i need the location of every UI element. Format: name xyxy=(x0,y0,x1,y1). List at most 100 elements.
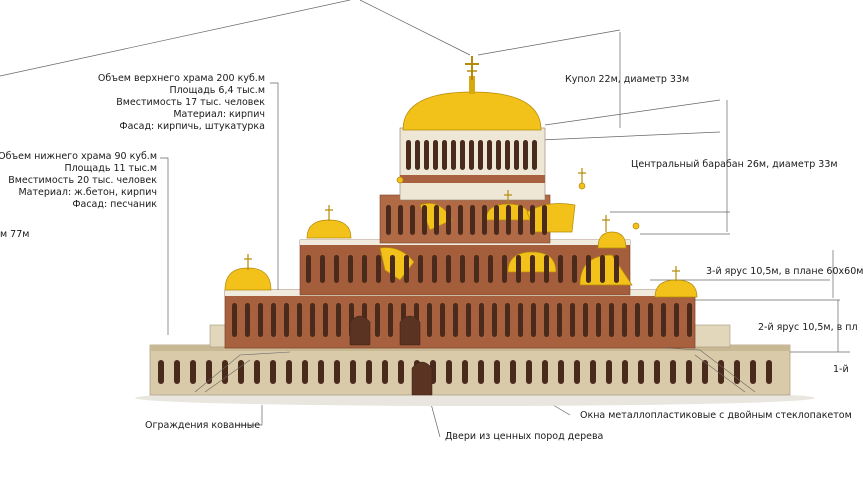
window xyxy=(375,303,380,337)
window xyxy=(398,205,403,235)
window xyxy=(376,255,381,283)
window xyxy=(318,360,324,384)
window xyxy=(478,360,484,384)
window xyxy=(446,205,451,235)
upper-material: Материал: кирпич xyxy=(173,109,265,120)
window xyxy=(348,255,353,283)
window xyxy=(635,303,640,337)
window xyxy=(466,303,471,337)
window xyxy=(530,205,535,235)
lower-capacity: Вместимость 20 тыс. человек xyxy=(8,175,157,186)
window xyxy=(453,303,458,337)
lower-temple-specs: Объем нижнего храма 90 куб.м Площадь 11 … xyxy=(0,151,157,211)
window xyxy=(398,360,404,384)
window xyxy=(258,303,263,337)
window xyxy=(494,360,500,384)
window xyxy=(478,140,483,170)
upper-facade: Фасад: кирпичь, штукатурка xyxy=(119,121,265,132)
window xyxy=(284,303,289,337)
window xyxy=(510,360,516,384)
upper-area: Площадь 6,4 тыс.м xyxy=(169,85,265,96)
total-height-label: м 77м xyxy=(0,229,30,240)
window xyxy=(686,360,692,384)
window xyxy=(532,140,537,170)
window xyxy=(350,360,356,384)
window xyxy=(542,360,548,384)
window xyxy=(406,140,411,170)
window xyxy=(469,140,474,170)
window xyxy=(222,360,228,384)
tier1-label: 1-й xyxy=(833,364,849,375)
window xyxy=(766,360,772,384)
window xyxy=(654,360,660,384)
dome-label: Купол 22м, диаметр 33м xyxy=(565,74,690,85)
window xyxy=(596,303,601,337)
window xyxy=(390,255,395,283)
window xyxy=(523,140,528,170)
window xyxy=(418,255,423,283)
window xyxy=(302,360,308,384)
window xyxy=(734,360,740,384)
window xyxy=(310,303,315,337)
window xyxy=(323,303,328,337)
window xyxy=(496,140,501,170)
window xyxy=(206,360,212,384)
window xyxy=(427,303,432,337)
window xyxy=(648,303,653,337)
windows xyxy=(158,140,772,384)
window xyxy=(297,303,302,337)
window xyxy=(388,303,393,337)
window xyxy=(542,205,547,235)
window xyxy=(482,205,487,235)
window xyxy=(494,205,499,235)
window xyxy=(190,360,196,384)
drum-label: Центральный барабан 26м, диаметр 33м xyxy=(631,159,838,170)
window xyxy=(446,360,452,384)
window xyxy=(702,360,708,384)
windows-label: Окна металлопластиковые с двойным стекло… xyxy=(580,410,852,421)
tier2-label: 2-й ярус 10,5м, в пл xyxy=(758,322,858,333)
window xyxy=(488,255,493,283)
window xyxy=(544,255,549,283)
lower-facade: Фасад: песчаник xyxy=(72,199,157,210)
window xyxy=(750,360,756,384)
window xyxy=(687,303,692,337)
central-drum xyxy=(379,127,551,244)
window xyxy=(232,303,237,337)
window xyxy=(270,360,276,384)
window xyxy=(432,255,437,283)
tier3-label: 3-й ярус 10,5м, в плане 60х60м xyxy=(706,266,863,277)
window xyxy=(386,205,391,235)
window xyxy=(570,303,575,337)
window xyxy=(583,303,588,337)
small-crosses xyxy=(244,168,680,281)
window xyxy=(502,255,507,283)
window xyxy=(410,205,415,235)
window xyxy=(458,205,463,235)
main-body xyxy=(224,239,696,349)
lower-material: Материал: ж.бетон, кирпич xyxy=(18,187,157,198)
window xyxy=(306,255,311,283)
doors xyxy=(349,315,433,396)
window xyxy=(516,255,521,283)
window xyxy=(530,255,535,283)
window xyxy=(158,360,164,384)
window xyxy=(661,303,666,337)
window xyxy=(451,140,456,170)
window xyxy=(460,255,465,283)
window xyxy=(442,140,447,170)
window xyxy=(606,360,612,384)
window xyxy=(470,205,475,235)
window xyxy=(320,255,325,283)
window xyxy=(492,303,497,337)
upper-capacity: Вместимость 17 тыс. человек xyxy=(116,97,265,108)
window xyxy=(574,360,580,384)
window xyxy=(622,303,627,337)
window xyxy=(544,303,549,337)
upper-volume: Объем верхнего храма 200 куб.м xyxy=(97,73,265,84)
window xyxy=(506,205,511,235)
window xyxy=(518,303,523,337)
window xyxy=(558,255,563,283)
window xyxy=(174,360,180,384)
